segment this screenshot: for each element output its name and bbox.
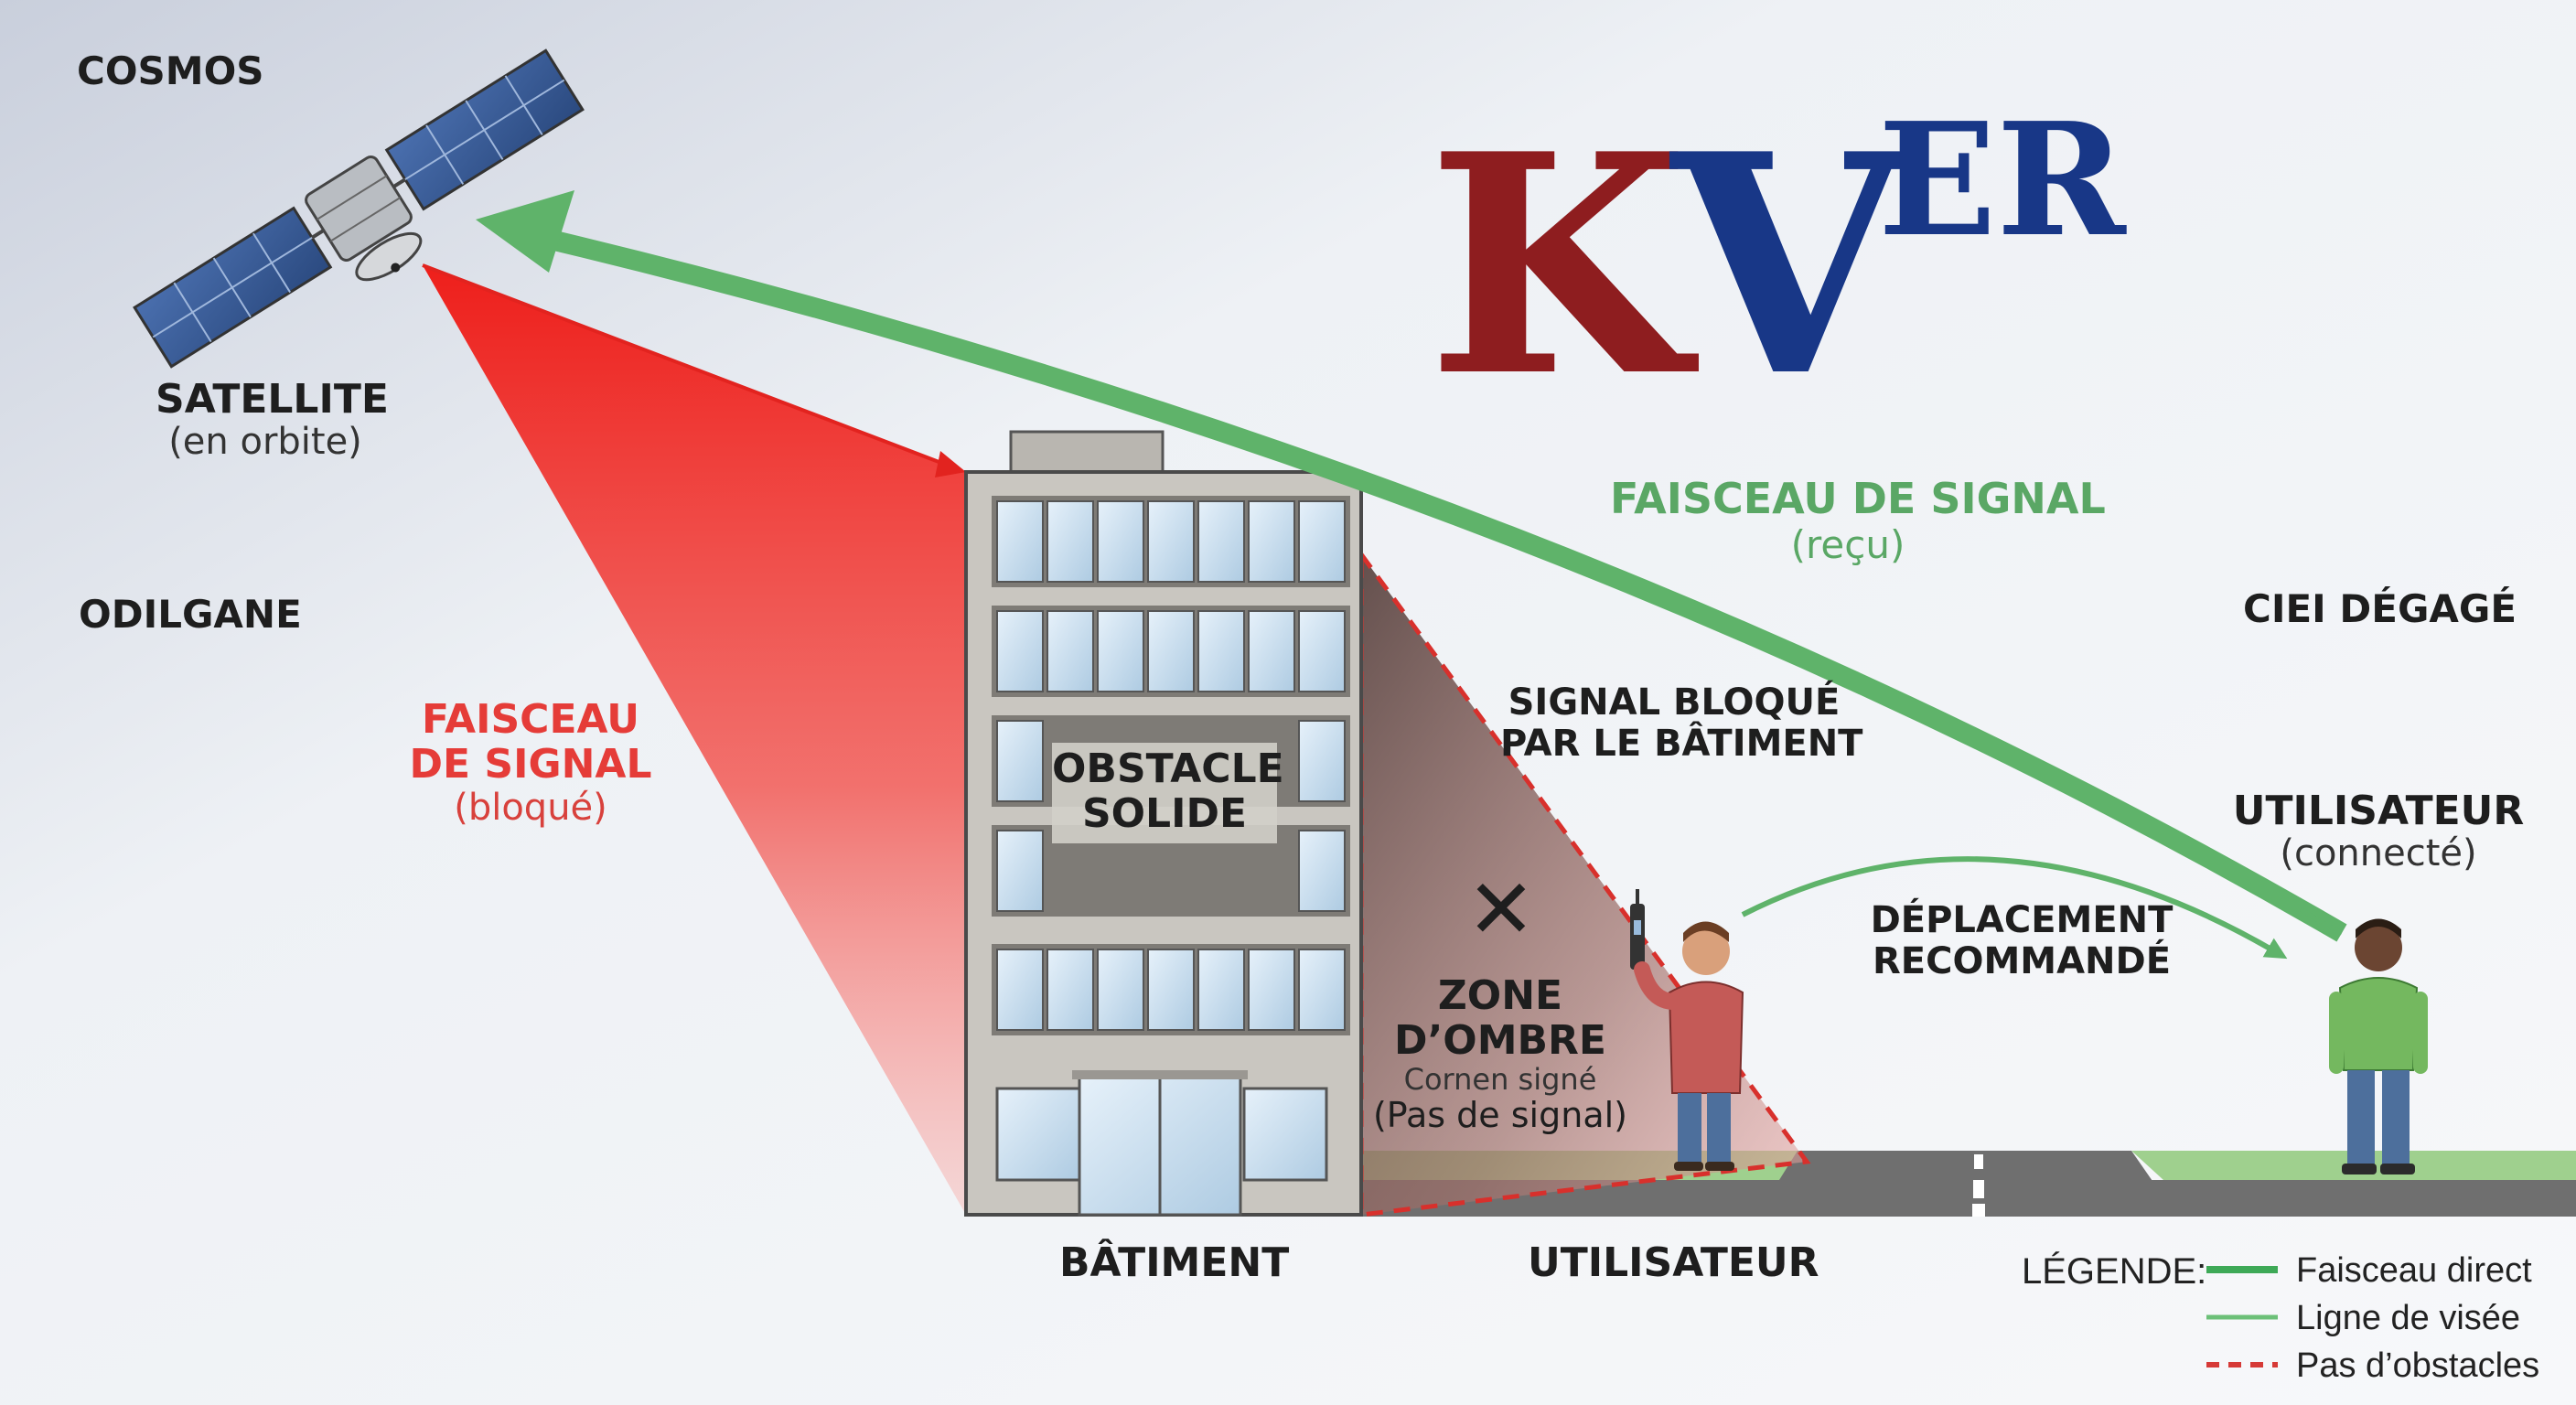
blocked-beam-arrow	[422, 263, 961, 472]
logo-letter-k: K	[1427, 88, 1690, 443]
shadow-zone-title-2: D’OMBRE	[1394, 1017, 1606, 1065]
satellite-title: SATELLITE	[156, 376, 389, 423]
satellite-caption: SATELLITE (en orbite)	[156, 376, 389, 464]
connected-user-subtitle: (connecté)	[2280, 832, 2477, 875]
x-icon: ✕	[1466, 862, 1536, 958]
odilgane-label: ODILGANE	[79, 592, 302, 637]
direct-signal-beam	[510, 220, 2347, 942]
signal-blocked-2: PAR LE BÂTIMENT	[1500, 722, 1863, 765]
legend-lines	[2206, 1266, 2278, 1367]
connected-user-caption: UTILISATEUR (connecté)	[2232, 788, 2525, 874]
shadow-zone-title-1: ZONE	[1437, 972, 1563, 1019]
blocked-beam-caption: FAISCEAU DE SIGNAL (bloqué)	[402, 697, 659, 828]
connected-user-title: UTILISATEUR	[2232, 788, 2525, 834]
blocked-beam-subtitle: (bloqué)	[454, 786, 607, 829]
legend-item-line-of-sight: Ligne de visée	[2296, 1299, 2521, 1337]
recommended-move-1: DÉPLACEMENT	[1870, 899, 2174, 941]
obstacle-title-1: OBSTACLE	[1052, 745, 1284, 792]
logo-letter-v: V	[1670, 88, 1905, 443]
user-label: UTILISATEUR	[1528, 1239, 1819, 1286]
recommended-move-caption: DÉPLACEMENT RECOMMANDÉ	[1866, 900, 2177, 982]
person-connected-icon	[2329, 918, 2428, 1174]
shadow-zone-subtitle-2: (Pas de signal)	[1372, 1095, 1627, 1136]
legend-item-no-obstacles: Pas d’obstacles	[2296, 1346, 2540, 1385]
clear-sky-label: CIEI DÉGAGÉ	[2243, 586, 2517, 631]
signal-blocked-caption: SIGNAL BLOQUÉ PAR LE BÂTIMENT	[1500, 681, 1863, 765]
kver-logo: KVER	[1427, 88, 2153, 443]
blocked-beam-title-1: FAISCEAU	[422, 696, 639, 743]
satellite-subtitle: (en orbite)	[168, 421, 362, 464]
obstacle-title-2: SOLIDE	[1081, 790, 1248, 838]
signal-blocked-1: SIGNAL BLOQUÉ	[1508, 681, 1841, 724]
logo-letters-er: ER	[1877, 89, 2126, 272]
legend-title: LÉGENDE:	[2022, 1251, 2207, 1292]
shadow-zone-caption: ZONE D’OMBRE Cornen signé (Pas de signal…	[1372, 973, 1628, 1135]
direct-beam-tail	[2299, 906, 2344, 936]
road-markings	[1972, 1154, 1985, 1217]
person-phone-icon	[1630, 889, 1744, 1171]
received-beam-subtitle: (reçu)	[1790, 521, 1905, 567]
shadow-zone-subtitle-1: Cornen signé	[1403, 1061, 1597, 1097]
satellite-icon	[133, 48, 585, 369]
building-icon	[964, 430, 1363, 1217]
received-beam-caption: FAISCEAU DE SIGNAL (reçu)	[1610, 474, 2106, 567]
legend-item-direct-beam: Faisceau direct	[2296, 1251, 2532, 1290]
blocked-beam-title-2: DE SIGNAL	[409, 741, 652, 788]
building-label: BÂTIMENT	[1059, 1239, 1290, 1286]
cosmos-label: COSMOS	[77, 48, 264, 93]
recommended-move-2: RECOMMANDÉ	[1872, 939, 2172, 982]
received-beam-title: FAISCEAU DE SIGNAL	[1610, 474, 2106, 523]
recommended-move-arrow	[1741, 856, 2288, 960]
blocked-beam-arrowhead	[935, 451, 966, 477]
direct-beam-arrowhead	[476, 190, 574, 273]
blocked-signal-beam	[423, 265, 966, 1215]
obstacle-caption: OBSTACLE SOLIDE	[1052, 745, 1284, 838]
